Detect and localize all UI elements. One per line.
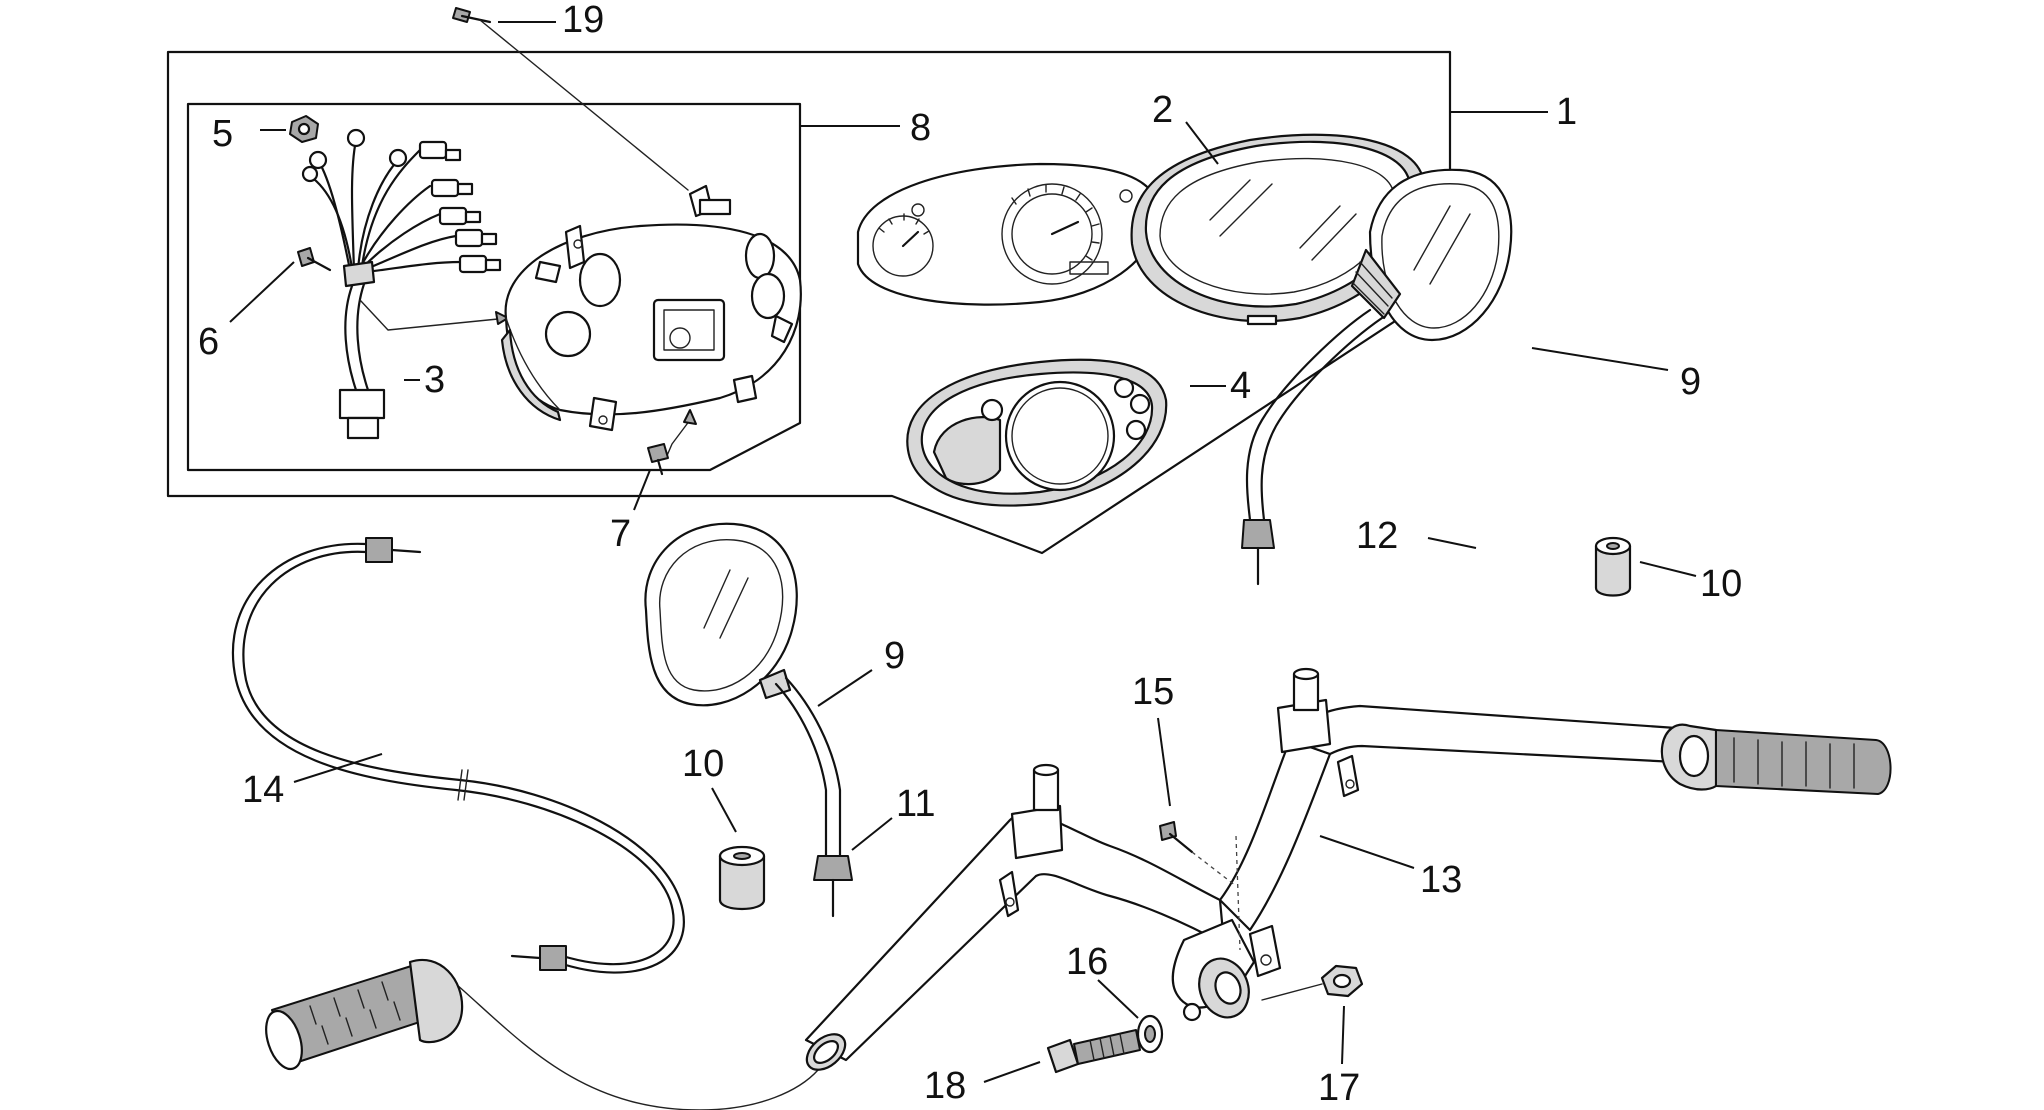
wiring-harness-icon <box>301 128 502 440</box>
label-12: 12 <box>1356 515 1398 557</box>
part-numbers: 19 1 2 5 8 6 3 4 9 7 12 10 9 15 10 14 11… <box>198 0 1742 1109</box>
label-9-left: 9 <box>884 635 905 677</box>
label-9-right: 9 <box>1680 361 1701 403</box>
label-6: 6 <box>198 321 219 363</box>
label-7: 7 <box>610 513 631 555</box>
label-1: 1 <box>1556 91 1577 133</box>
screw-7-icon <box>647 443 669 476</box>
screw-19-icon <box>452 7 492 24</box>
leader-lines <box>229 21 1697 1083</box>
label-5: 5 <box>212 113 233 155</box>
lens-cover-icon <box>1130 133 1426 326</box>
bushing-10-left-icon <box>718 845 766 910</box>
label-15: 15 <box>1132 671 1174 713</box>
label-4: 4 <box>1230 365 1251 407</box>
bushing-10-right-icon <box>1594 536 1632 597</box>
grip-right-icon <box>1660 723 1892 795</box>
dashboard-body-icon <box>500 184 802 432</box>
screw-6-icon <box>297 247 332 272</box>
label-2: 2 <box>1152 89 1173 131</box>
instrument-dial-icon <box>856 162 1160 306</box>
nut-5-icon <box>289 115 319 143</box>
label-18: 18 <box>924 1065 966 1107</box>
dash-housing-icon <box>906 358 1168 507</box>
bolt-18-icon <box>1046 1029 1141 1074</box>
handlebar-icon <box>804 667 1678 1071</box>
assembly-frame <box>166 50 1452 555</box>
label-13: 13 <box>1420 859 1462 901</box>
washer-16-icon <box>1136 1014 1164 1054</box>
nut-17-icon <box>1320 964 1364 998</box>
mirror-right-icon <box>1241 168 1513 586</box>
label-11: 11 <box>896 783 935 825</box>
screw-15-icon <box>1159 821 1194 854</box>
label-17: 17 <box>1318 1067 1360 1109</box>
throttle-cable-icon <box>231 537 685 974</box>
label-3: 3 <box>424 359 445 401</box>
label-8: 8 <box>910 107 931 149</box>
grip-left-icon <box>265 959 464 1071</box>
label-10-right: 10 <box>1700 563 1742 605</box>
label-16: 16 <box>1066 941 1108 983</box>
label-19: 19 <box>562 0 604 41</box>
mirror-left-icon <box>644 522 853 918</box>
label-14: 14 <box>242 769 284 811</box>
label-10-left: 10 <box>682 743 724 785</box>
